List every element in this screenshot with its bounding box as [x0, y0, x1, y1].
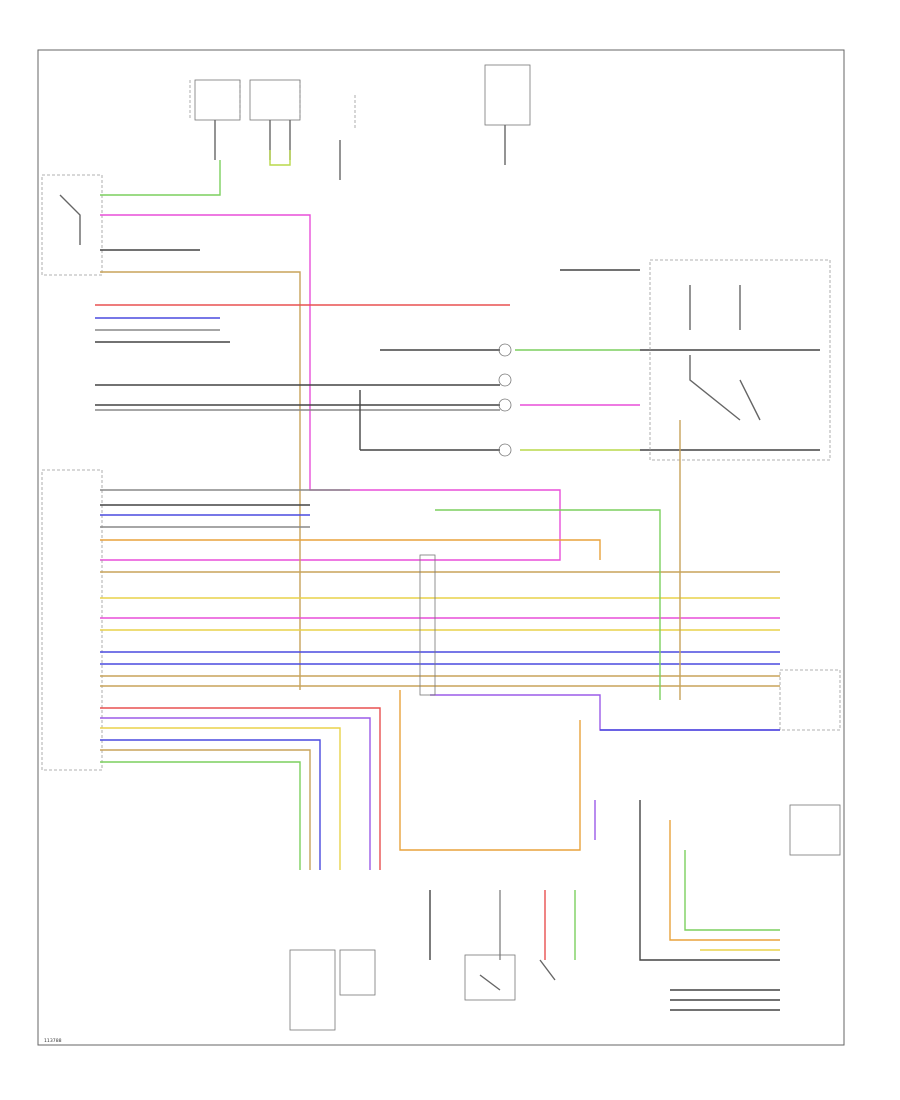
- wire-orange-1: [399, 690, 581, 851]
- clutch-switch-boxes: [289, 949, 556, 1031]
- inline-connectors: [498, 343, 512, 457]
- pcm-harness: [41, 469, 780, 870]
- wire-pink-1: [100, 214, 561, 561]
- figure-id: 113788: [44, 1038, 62, 1044]
- wire-green-1: [100, 160, 221, 196]
- splice-block: [419, 554, 436, 696]
- wire-black-6: [359, 390, 500, 451]
- wire-tan-1: [100, 271, 301, 690]
- legend-labels: 113788: [44, 1038, 62, 1044]
- wire-green-3: [435, 509, 661, 700]
- diagram-frame: [37, 49, 845, 1046]
- switch-group-right: [649, 259, 831, 461]
- transmission-range-sensor: [594, 669, 841, 1011]
- top-fuse-group: [189, 64, 531, 180]
- steering-column-module-top: [41, 174, 103, 276]
